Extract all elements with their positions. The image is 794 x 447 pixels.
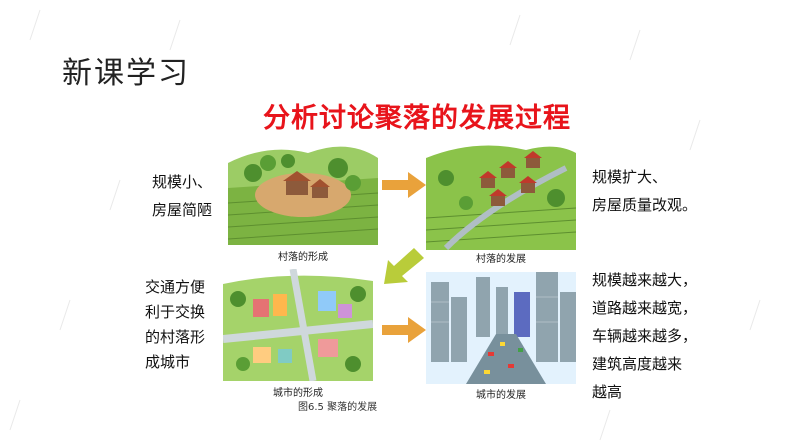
main-title: 分析讨论聚落的发展过程: [263, 103, 571, 134]
note-line: 道路越来越宽，: [592, 299, 698, 317]
note-line: 越高: [592, 383, 623, 401]
note-line: 规模小、: [152, 173, 213, 191]
note-village-development: 规模扩大、 房屋质量改观。: [592, 163, 697, 219]
caption-city-formation: 城市的形成: [273, 388, 323, 399]
note-line: 车辆越来越多，: [592, 327, 698, 345]
village-development-illustration: [426, 138, 576, 250]
note-line: 建筑高度越来: [592, 355, 683, 373]
city-development-illustration: [426, 272, 576, 384]
section-title: 新课学习: [62, 56, 190, 91]
note-line: 房屋质量改观。: [592, 196, 698, 214]
city-formation-illustration: [223, 269, 373, 381]
note-line: 利于交换: [145, 303, 206, 321]
note-line: 规模越来越大，: [592, 271, 698, 289]
note-city-development: 规模越来越大， 道路越来越宽， 车辆越来越多， 建筑高度越来 越高: [592, 266, 697, 406]
arrow-down-left-icon: [384, 248, 424, 284]
note-line: 房屋简陋: [152, 201, 213, 219]
arrow-right-icon: [382, 172, 426, 198]
village-formation-illustration: [228, 133, 378, 245]
caption-village-formation: 村落的形成: [278, 252, 328, 263]
note-line: 的村落形: [145, 328, 206, 346]
note-line: 成城市: [145, 353, 191, 371]
note-line: 交通方便: [145, 278, 206, 296]
note-city-formation: 交通方便 利于交换 的村落形 成城市: [145, 275, 205, 375]
caption-city-development: 城市的发展: [476, 390, 526, 401]
note-village-formation: 规模小、 房屋简陋: [152, 168, 212, 224]
caption-village-development: 村落的发展: [476, 254, 526, 265]
figure-caption: 图6.5 聚落的发展: [298, 402, 378, 413]
arrow-right-icon: [382, 317, 426, 343]
note-line: 规模扩大、: [592, 168, 668, 186]
